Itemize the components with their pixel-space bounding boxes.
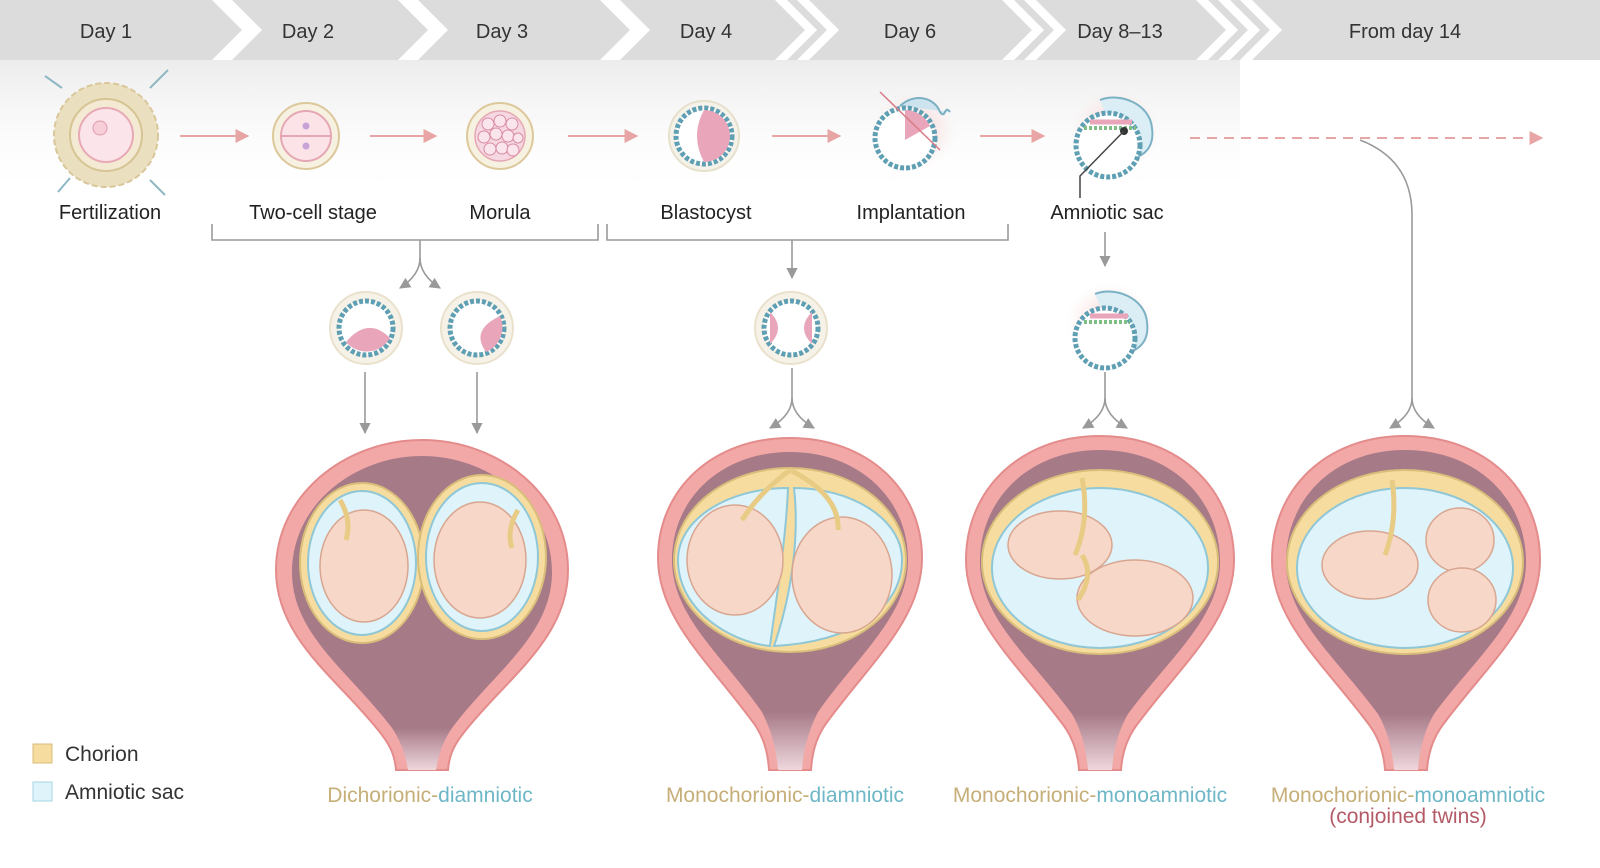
outcome-conjoined: Monochorionic-monoamniotic — [1271, 784, 1545, 807]
uterus-dichorionic-diamniotic — [274, 438, 570, 771]
two-cell-illustration — [272, 102, 340, 170]
morula-illustration — [466, 102, 534, 170]
outcome-monochorionic-monoamniotic: Monochorionic-monoamniotic — [953, 784, 1227, 807]
stage-two-cell: Two-cell stage — [249, 202, 377, 224]
embryo-monochorionic-monoamniotic — [1066, 282, 1154, 371]
legend-amniotic-label: Amniotic sac — [65, 781, 184, 804]
legend: Chorion Amniotic sac — [32, 743, 184, 804]
embryo-dichorionic-right — [440, 291, 514, 365]
stage-morula: Morula — [469, 202, 531, 224]
outcome-labels: Dichorionic-diamniotic Monochorionic-dia… — [327, 784, 1545, 828]
stage-labels: Fertilization Two-cell stage Morula Blas… — [59, 202, 1164, 224]
day-3-label: Day 3 — [476, 21, 528, 43]
day-1-label: Day 1 — [80, 21, 132, 43]
stage-illustrations — [44, 69, 1160, 198]
amniotic-sac-swatch — [32, 781, 53, 802]
uteri — [274, 434, 1542, 771]
legend-chorion-label: Chorion — [65, 743, 139, 766]
stage-blastocyst: Blastocyst — [660, 202, 752, 224]
day-2-label: Day 2 — [282, 21, 334, 43]
blastocyst-illustration — [668, 100, 740, 172]
outcome-monochorionic-diamniotic: Monochorionic-diamniotic — [666, 784, 904, 807]
bracket-connectors — [211, 139, 1435, 435]
stage-amniotic-sac: Amniotic sac — [1050, 202, 1163, 224]
embryo-dichorionic-left — [329, 291, 403, 365]
timeline-header: Day 1 Day 2 Day 3 Day 4 Day 6 Day 8–13 F… — [0, 0, 1600, 200]
amniotic-sac-illustration — [1070, 88, 1160, 198]
stage-fertilization: Fertilization — [59, 202, 161, 224]
day-4-label: Day 4 — [680, 21, 732, 43]
fertilization-illustration — [44, 69, 169, 196]
chorion-swatch — [32, 743, 53, 764]
uterus-conjoined — [1270, 434, 1542, 771]
day-14-label: From day 14 — [1349, 21, 1461, 43]
embryo-monochorionic-diamniotic — [754, 291, 828, 365]
split-embryos — [329, 282, 1154, 371]
uterus-monochorionic-monoamniotic — [964, 434, 1236, 771]
day-6-label: Day 6 — [884, 21, 936, 43]
uterus-monochorionic-diamniotic — [656, 436, 924, 771]
outcome-dichorionic-diamniotic: Dichorionic-diamniotic — [327, 784, 532, 807]
implantation-illustration — [872, 90, 957, 171]
timeline-arrows — [180, 129, 1544, 145]
stage-implantation: Implantation — [857, 202, 966, 224]
outcome-conjoined-note: (conjoined twins) — [1329, 805, 1487, 828]
day-8-13-label: Day 8–13 — [1077, 21, 1163, 43]
